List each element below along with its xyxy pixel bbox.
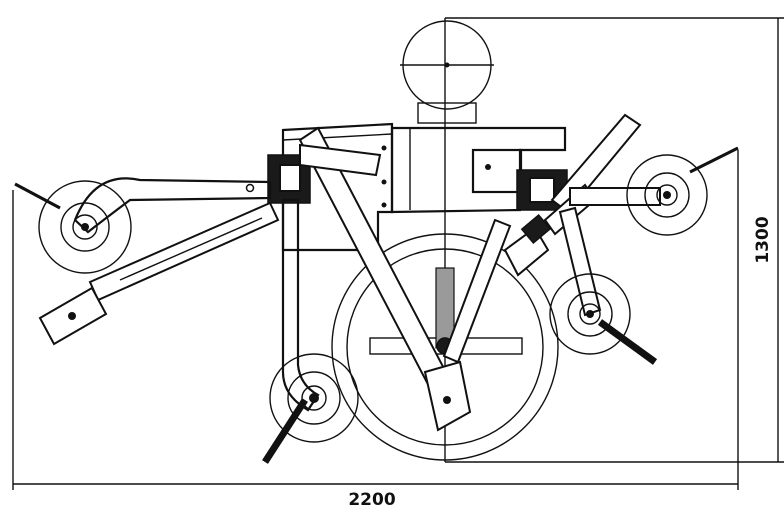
left-upper-wheel-outer [38, 180, 132, 274]
left-lower-wheel-hub [309, 393, 319, 403]
left-cylinder [38, 201, 280, 346]
actuator-dark-block [520, 213, 552, 245]
top-head [400, 20, 494, 124]
inner-rotation-circle [346, 248, 544, 446]
lower-clamp [423, 360, 472, 432]
left-lower-arm-assembly [262, 198, 359, 464]
left-lower-wheel-mid [287, 371, 341, 425]
body-right-bracket [471, 148, 523, 194]
left-lower-arm [281, 198, 320, 412]
width-dimension-label: 2200 [348, 490, 395, 510]
bolt [381, 179, 387, 185]
outer-rotation-circle [331, 233, 559, 461]
right-lower-handle [597, 319, 658, 365]
right-lower-arm [558, 206, 602, 317]
left-upper-wheel-assembly [14, 177, 272, 274]
right-upper-wheel-inner [656, 184, 678, 206]
bolt [381, 145, 387, 151]
cylinder-rod [119, 217, 263, 281]
right-lower-wheel-inner [579, 303, 601, 325]
arm-pivot [245, 183, 255, 193]
bolt [381, 202, 387, 208]
right-upper-wheel-mid [644, 172, 690, 218]
right-lower-wheel-assembly [549, 273, 658, 365]
diagonal-arm-right [442, 218, 512, 364]
right-lower-wheel-mid [567, 291, 613, 337]
cylinder-end-pin [68, 312, 76, 320]
right-lower-wheel-outer [549, 273, 631, 355]
bolt [485, 164, 491, 170]
left-lower-handle [262, 398, 308, 464]
left-lower-wheel-outer [269, 353, 359, 443]
center-diagonal-arm [298, 126, 512, 432]
body-edge [282, 133, 393, 141]
head-neck [417, 102, 477, 124]
right-upper-wheel-assembly [626, 146, 739, 236]
height-dimension-label: 1300 [753, 216, 773, 263]
right-upper-wheel-outer [626, 154, 708, 236]
left-lower-wheel-inner [301, 385, 327, 411]
left-handle-grip [14, 182, 61, 210]
right-horizontal-arm [569, 187, 661, 206]
head-center-dot [444, 62, 450, 68]
right-arm-assembly [503, 113, 661, 317]
clamp-pin [443, 396, 451, 404]
right-upper-wheel-hub [663, 191, 671, 199]
right-joint-inner [529, 177, 555, 203]
left-upper-wheel-inner [72, 214, 98, 240]
left-upper-wheel-mid [60, 202, 110, 252]
right-lower-wheel-hub [586, 310, 594, 318]
dimension-lines [12, 17, 784, 490]
left-joint-inner [279, 164, 301, 192]
right-upper-handle [689, 146, 739, 174]
left-upper-arm [73, 177, 272, 234]
left-upper-wheel-hub [81, 223, 89, 231]
diagonal-brace [299, 143, 382, 177]
